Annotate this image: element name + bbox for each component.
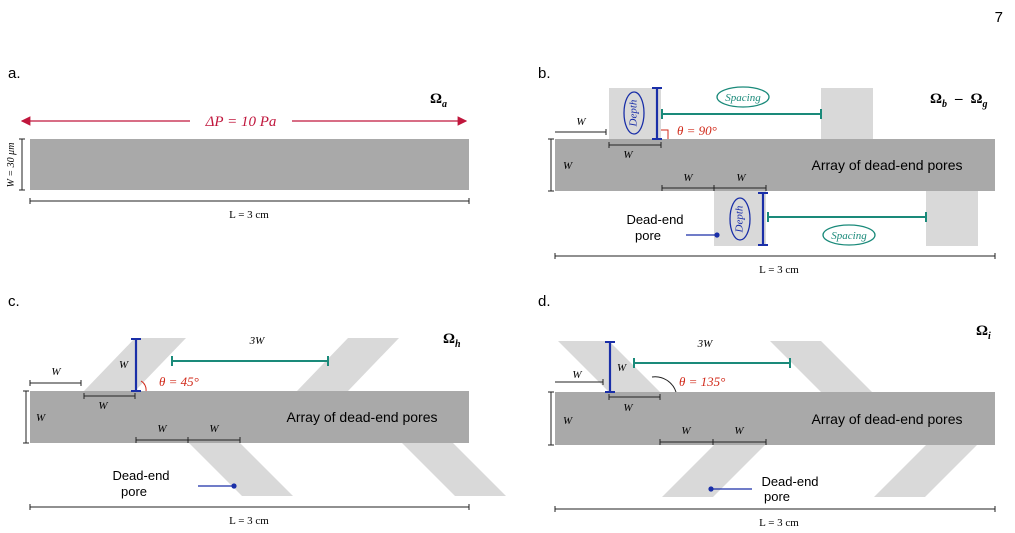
- panel-c-letter: c.: [8, 293, 20, 310]
- w-label: W: [563, 160, 573, 172]
- length-label: L = 3 cm: [759, 264, 799, 276]
- w-label: W: [683, 172, 693, 184]
- page-number: 7: [995, 9, 1003, 26]
- pore-bottom-1: [662, 445, 765, 497]
- array-label: Array of dead-end pores: [812, 411, 963, 427]
- w-label: W: [576, 116, 586, 128]
- dead-end-label: pore: [635, 228, 661, 243]
- panel-a-domain: Ωa: [430, 91, 447, 110]
- w-label: W: [681, 425, 691, 437]
- depth-label-bottom: Depth: [734, 205, 746, 233]
- array-label: Array of dead-end pores: [812, 157, 963, 173]
- depth-label-top: Depth: [628, 99, 640, 127]
- pore-top-2: [821, 88, 873, 140]
- main-channel: [555, 139, 995, 191]
- pore-bottom-2: [926, 191, 978, 246]
- length-label: L = 3 cm: [229, 209, 269, 221]
- main-channel: [555, 392, 995, 445]
- w-label: W: [572, 369, 582, 381]
- array-label: Array of dead-end pores: [287, 409, 438, 425]
- w-label: W: [209, 423, 219, 435]
- pressure-label: ΔP = 10 Pa: [205, 114, 277, 130]
- depth-ellipse-top: [623, 91, 645, 135]
- angle-label: θ = 45°: [159, 374, 199, 389]
- length-label: L = 3 cm: [759, 517, 799, 529]
- spacing-label-bottom: Spacing: [831, 230, 867, 242]
- w-label: W: [623, 402, 633, 414]
- dead-end-label: Dead-end: [761, 474, 818, 489]
- angle-marker: [651, 376, 677, 393]
- spacing-label: 3W: [697, 338, 714, 350]
- panel-d-domain: Ωi: [976, 323, 991, 342]
- dead-end-label: pore: [121, 484, 147, 499]
- w-label: W: [36, 412, 46, 424]
- depth-ellipse-bottom: [729, 197, 751, 241]
- w-label: W: [563, 415, 573, 427]
- panel-b-letter: b.: [538, 65, 551, 82]
- w-label: W: [734, 425, 744, 437]
- main-channel: [30, 139, 469, 190]
- width-label: W = 30 μm: [6, 143, 17, 188]
- w-label: W: [617, 362, 627, 374]
- w-label: W: [623, 149, 633, 161]
- panel-d-letter: d.: [538, 293, 551, 310]
- pore-bottom-2: [402, 443, 506, 496]
- main-channel: [30, 391, 469, 443]
- angle-label: θ = 90°: [677, 123, 717, 138]
- panel-b-domain: Ωb–Ωg: [930, 91, 988, 110]
- w-label: W: [98, 400, 108, 412]
- spacing-label-top: Spacing: [725, 92, 761, 104]
- panel-a-letter: a.: [8, 65, 21, 82]
- pore-bottom-1: [189, 443, 293, 496]
- panel-a: a. Ωa ΔP = 10 Pa W = 30 μm L = 3 cm: [6, 65, 470, 221]
- spacing-label: 3W: [249, 335, 266, 347]
- dead-end-label: Dead-end: [626, 212, 683, 227]
- pore-top-1: [609, 88, 661, 140]
- pore-bottom-2: [874, 445, 977, 497]
- w-label: W: [157, 423, 167, 435]
- angle-marker: [140, 380, 147, 392]
- panel-c-domain: Ωh: [443, 331, 461, 350]
- panel-c: c. Ωh W 3W θ = 45° W W W: [8, 293, 506, 527]
- w-label: W: [119, 359, 129, 371]
- pore-top-2: [297, 338, 399, 391]
- w-label: W: [51, 366, 61, 378]
- pore-bottom-1: [714, 191, 766, 246]
- length-label: L = 3 cm: [229, 515, 269, 527]
- panel-b: b. Ωb–Ωg Depth Spacing θ = 90° W W: [538, 65, 996, 276]
- w-label: W: [736, 172, 746, 184]
- spacing-ellipse-top: [716, 86, 770, 108]
- dead-end-label: pore: [764, 489, 790, 504]
- angle-label: θ = 135°: [679, 374, 725, 389]
- spacing-ellipse-bottom: [822, 224, 876, 246]
- dead-end-label: Dead-end: [112, 468, 169, 483]
- panel-d: d. Ωi W 3W θ = 135° W W W: [538, 293, 996, 529]
- angle-marker: [661, 129, 669, 139]
- pore-top-2: [770, 341, 872, 392]
